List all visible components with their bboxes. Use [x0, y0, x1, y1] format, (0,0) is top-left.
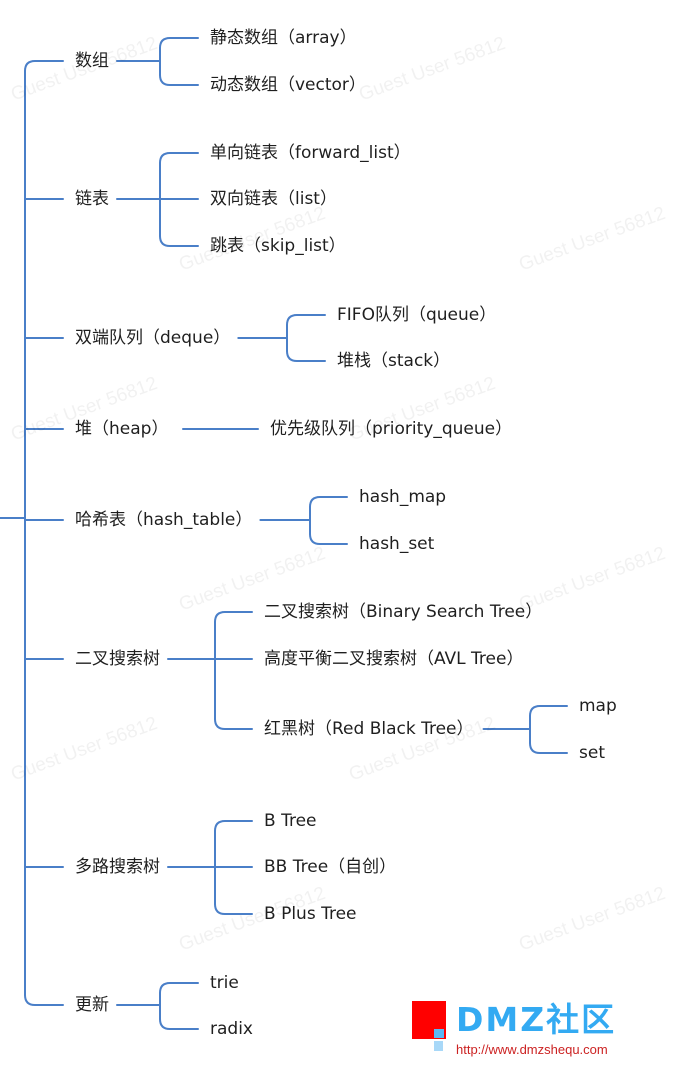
site-logo: DMZ社区 http://www.dmzshequ.com — [404, 999, 684, 1065]
logo-lightblue-square — [434, 1041, 443, 1051]
node-l2-0-1: 动态数组（vector） — [210, 75, 366, 95]
logo-text: DMZ社区 — [456, 1000, 617, 1039]
connector-l1-2-arm-1 — [286, 350, 326, 362]
connector-l1-5-arm-2 — [214, 718, 253, 730]
node-l2-6-0: B Tree — [264, 811, 317, 831]
connector-l1-1-arm-2 — [159, 235, 199, 247]
logo-url: http://www.dmzshequ.com — [456, 1042, 608, 1057]
node-l2-4-0: hash_map — [359, 487, 447, 507]
node-l2-2-1: 堆栈（stack） — [337, 351, 451, 371]
node-l2-5-1: 高度平衡二叉搜索树（AVL Tree） — [264, 649, 524, 669]
node-l2-5-0: 二叉搜索树（Binary Search Tree） — [264, 602, 543, 622]
connector-l1-0-arm-1 — [159, 74, 199, 86]
node-l2-1-1: 双向链表（list） — [210, 189, 337, 209]
node-l2-7-1: radix — [210, 1019, 253, 1039]
node-l2-6-2: B Plus Tree — [264, 904, 357, 924]
connector-l1-6-arm-0 — [214, 820, 253, 832]
connector-l1-5-arm-0 — [214, 611, 253, 623]
connector-l1-2-arm-0 — [286, 314, 326, 326]
node-l2-7-0: trie — [210, 973, 239, 993]
root-connector-arm-7 — [24, 994, 64, 1006]
connector-l1-7-arm-0 — [159, 982, 199, 994]
connector-l1-7-arm-1 — [159, 1018, 199, 1030]
node-l2-1-2: 跳表（skip_list） — [210, 236, 346, 256]
connector-l1-4-arm-1 — [309, 533, 348, 545]
connector-l3-arm-1 — [529, 742, 568, 754]
node-l1-6: 多路搜索树 — [75, 857, 160, 877]
connector-l1-6-arm-2 — [214, 903, 253, 915]
node-l2-3-0: 优先级队列（priority_queue） — [270, 419, 513, 439]
node-l1-7: 更新 — [75, 995, 109, 1015]
connector-l1-4-arm-0 — [309, 496, 348, 508]
connector-l3-arm-0 — [529, 705, 568, 717]
node-l3-0: map — [579, 696, 617, 716]
node-l2-2-0: FIFO队列（queue） — [337, 305, 497, 325]
node-l2-0-0: 静态数组（array） — [210, 28, 357, 48]
node-l1-2: 双端队列（deque） — [75, 328, 231, 348]
node-l1-3: 堆（heap） — [75, 419, 169, 439]
node-l1-1: 链表 — [75, 189, 109, 209]
node-l1-5: 二叉搜索树 — [75, 649, 160, 669]
logo-blue-square — [434, 1029, 444, 1038]
node-l3-1: set — [579, 743, 605, 763]
node-l1-4: 哈希表（hash_table） — [75, 510, 253, 530]
node-l1-0: 数组 — [75, 51, 109, 71]
root-connector-arm-0 — [24, 60, 64, 72]
node-l2-1-0: 单向链表（forward_list） — [210, 143, 411, 163]
node-l2-5-2: 红黑树（Red Black Tree） — [264, 719, 474, 739]
node-l2-4-1: hash_set — [359, 534, 435, 554]
node-l2-6-1: BB Tree（自创） — [264, 857, 397, 877]
connector-l1-0-arm-0 — [159, 37, 199, 49]
connector-l1-1-arm-0 — [159, 152, 199, 164]
